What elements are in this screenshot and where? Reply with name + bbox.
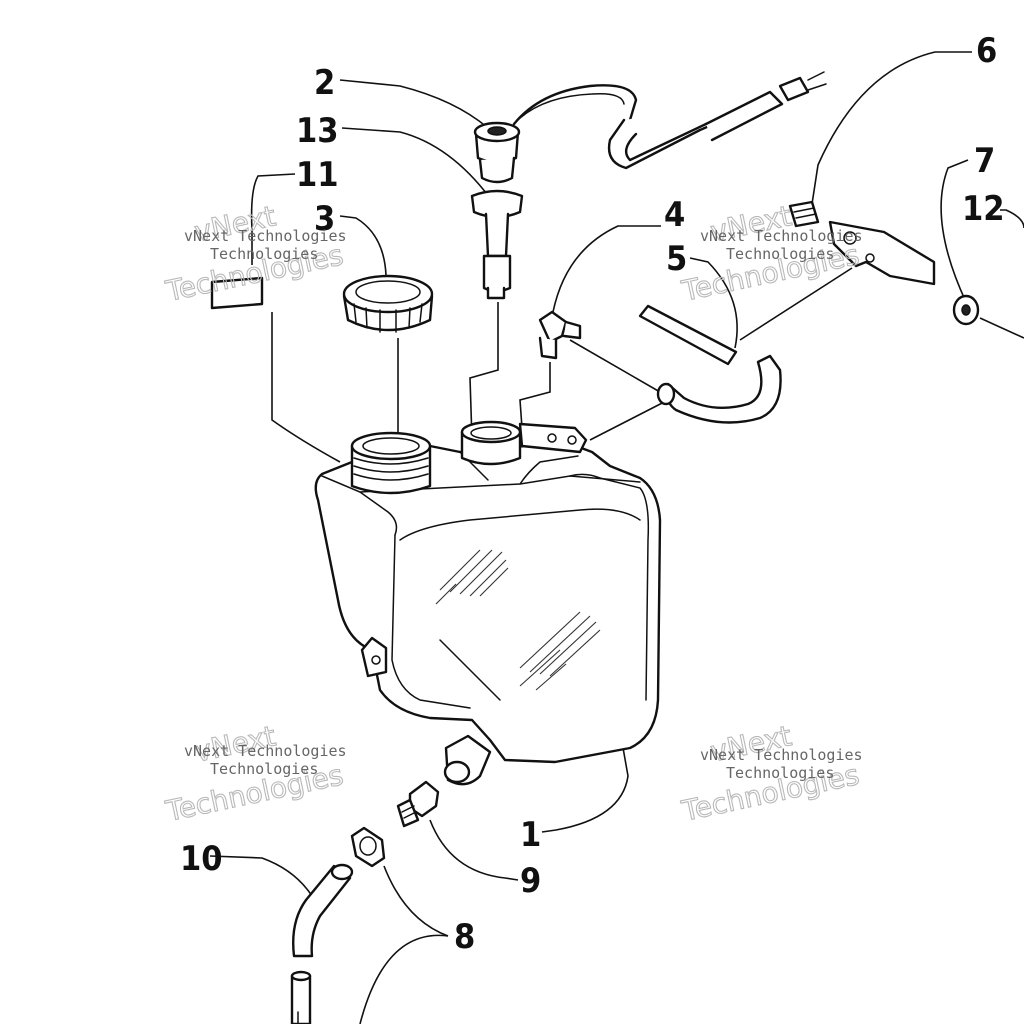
leader-lines xyxy=(209,51,1024,1024)
drain-hose xyxy=(290,863,354,1024)
watermark-text: vNext Technologies xyxy=(184,742,347,760)
watermark-text: Technologies xyxy=(210,760,318,778)
leader-8b xyxy=(359,934,449,1024)
watermark-text: Technologies xyxy=(726,245,834,263)
callout-8: 8 xyxy=(454,917,475,957)
leader-1 xyxy=(541,741,629,833)
leader-11 xyxy=(250,173,296,265)
decal xyxy=(210,276,264,310)
leader-8a xyxy=(383,865,449,937)
callout-11: 11 xyxy=(296,155,339,195)
leader-tank-to-hose xyxy=(589,397,673,441)
hose-clamp xyxy=(350,826,386,868)
leader-3 xyxy=(339,215,387,276)
leader-sender-to-tank xyxy=(469,302,499,441)
callout-13: 13 xyxy=(296,111,339,151)
leader-9 xyxy=(429,819,519,881)
leader-bracket-to-tank xyxy=(739,267,853,341)
elbow-fitting xyxy=(538,310,582,360)
callout-6: 6 xyxy=(976,31,997,71)
watermark-text: Technologies xyxy=(726,764,834,782)
mounting-bracket xyxy=(788,200,936,286)
watermark-text: vNext Technologies xyxy=(184,227,347,245)
leader-10 xyxy=(209,855,313,897)
leader-5 xyxy=(689,257,738,349)
watermark-text: vNext Technologies xyxy=(700,746,863,764)
washer xyxy=(952,294,980,326)
watermark-text: vNext Technologies xyxy=(700,227,863,245)
callout-10: 10 xyxy=(180,839,223,879)
leader-washer-line xyxy=(979,317,1024,339)
wire-harness xyxy=(512,71,827,170)
leader-2 xyxy=(339,79,489,129)
filler-cap xyxy=(342,274,434,333)
leader-13 xyxy=(341,127,491,199)
callout-12: 12 xyxy=(962,189,1005,229)
level-sender xyxy=(470,121,524,300)
callout-9: 9 xyxy=(520,861,541,901)
callout-1: 1 xyxy=(520,815,541,855)
leader-7 xyxy=(940,159,969,303)
callout-7: 7 xyxy=(974,141,995,181)
watermark-text: Technologies xyxy=(210,245,318,263)
leader-4 xyxy=(552,225,661,313)
oil-tank xyxy=(314,420,662,786)
callout-5: 5 xyxy=(666,239,687,279)
leader-hose-to-fitting xyxy=(569,339,661,393)
leader-6 xyxy=(811,51,972,205)
leader-fitting-to-tank xyxy=(519,362,551,429)
callout-labels: 2 13 11 3 4 5 6 7 12 1 9 8 10 xyxy=(180,31,1005,957)
callout-4: 4 xyxy=(664,195,685,235)
callout-2: 2 xyxy=(314,63,335,103)
callout-3: 3 xyxy=(314,199,335,239)
vent-hose xyxy=(638,304,782,424)
outlet-fitting xyxy=(396,780,440,828)
leader-decal-to-tank xyxy=(271,312,341,463)
